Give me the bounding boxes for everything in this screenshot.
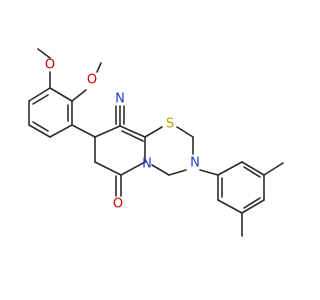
aryl-link-bond [71, 124, 96, 138]
n-aryl-link-bond [199, 169, 219, 176]
ring-nitrogen-right-label: N [190, 156, 200, 171]
carbonyl-oxygen-label: O [113, 197, 123, 212]
pyridinone-ring [94, 125, 146, 176]
thiadiazine-ring [144, 126, 194, 176]
nitrile-group [115, 105, 125, 127]
ring-nitrogen-left-label: N [142, 157, 152, 172]
methoxy-groups [37, 48, 102, 102]
methoxy-oxygen-upper-label: O [45, 58, 55, 73]
nitrile-nitrogen-label: N [115, 92, 125, 107]
carbonyl-group [115, 174, 122, 197]
methoxy-oxygen-lower-label: O [87, 73, 97, 88]
dimethylphenyl-ring [217, 161, 265, 214]
thiazine-sulfur-label: S [166, 117, 174, 132]
dimethoxyphenyl-ring [28, 87, 73, 138]
structure-drawing: O O N S N N O [28, 48, 284, 237]
methyl-groups [241, 162, 284, 237]
molecule-canvas: O O N S N N O [28, 48, 284, 237]
